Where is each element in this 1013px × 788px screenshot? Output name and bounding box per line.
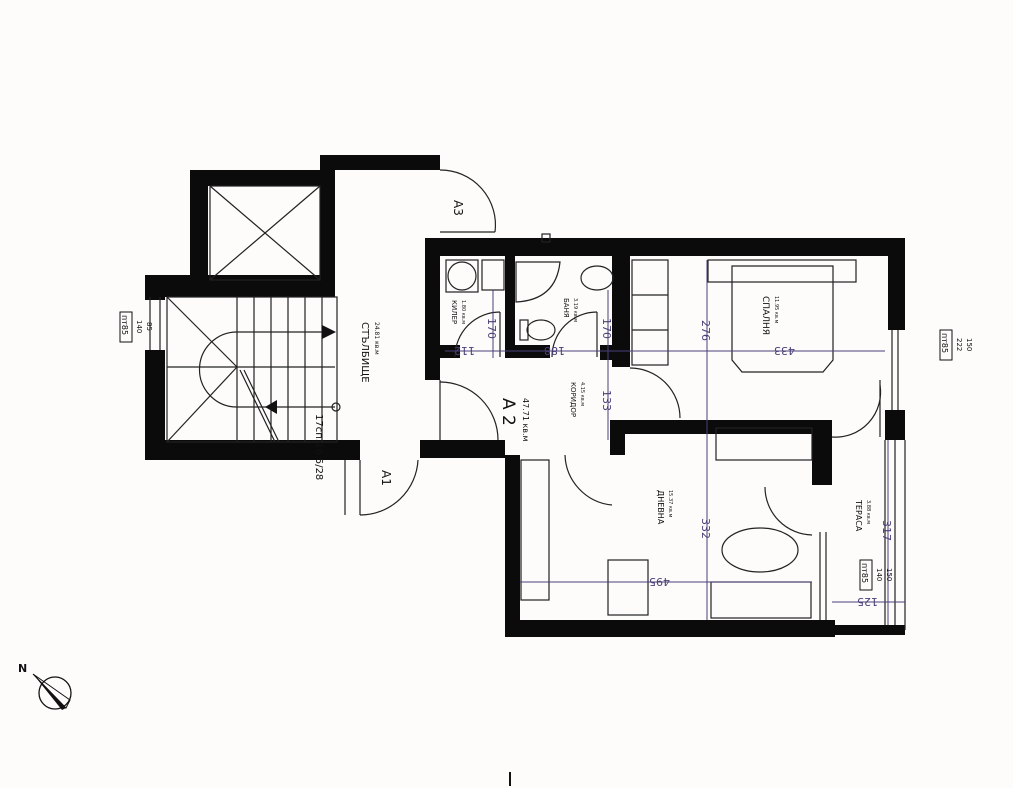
room-area: 24.81 кв.м [373, 322, 380, 355]
room-name: СТЪЛБИЩЕ [359, 322, 370, 383]
window-type: пт85 [860, 563, 869, 583]
dimension-lines [445, 260, 905, 625]
stair-treads [236, 297, 323, 442]
room-area: 4.15 кв.м [579, 382, 585, 406]
room-area: 11.95 кв.м [773, 296, 779, 323]
room-corridor-label: КОРИДОР 4.15 кв.м [569, 382, 585, 417]
room-name: КИЛЕР [450, 300, 458, 324]
window-tag-terrace: пт85 140 150 [859, 559, 893, 591]
room-area: 3.88 кв.м [865, 500, 871, 524]
dim-storage-w: 112 [454, 344, 475, 357]
stair-note: 17сп.16.5/28 [313, 414, 324, 480]
dim-bedroom-h: 276 [699, 320, 712, 341]
north-compass-icon: N [18, 662, 72, 710]
window-sill: 150 [965, 338, 973, 351]
fixtures [149, 169, 906, 630]
window-sill: 150 [885, 568, 893, 581]
dim-living-h: 332 [699, 518, 712, 539]
dim-corridor-h: 133 [600, 390, 613, 411]
room-stairs-label: СТЪЛБИЩЕ 24.81 кв.м [359, 322, 380, 383]
room-area: 15.37 кв.м [667, 490, 673, 517]
window-type: пт85 [940, 333, 949, 353]
room-living-label: ДНЕВНА 15.37 кв.м [656, 490, 673, 525]
window-height: 140 [135, 320, 143, 333]
door-a3-label: A3 [451, 200, 465, 216]
room-name: БАНЯ [562, 298, 570, 318]
window-tag-stair: пт85 140 85 [119, 311, 153, 343]
north-label: N [18, 662, 27, 675]
window-tag-bedroom: пт85 222 150 [939, 329, 973, 361]
room-name: ТЕРАСА [854, 499, 863, 532]
dim-bedroom-w: 433 [774, 344, 795, 357]
apartment-name: A 2 [498, 398, 518, 426]
dim-bath-h: 170 [600, 318, 613, 339]
window-height: 222 [955, 338, 963, 351]
dim-terrace-w: 125 [857, 595, 878, 608]
room-area: 1.80 кв.м [460, 300, 466, 324]
room-terrace-label: ТЕРАСА 3.88 кв.м [854, 499, 871, 532]
window-sill: 85 [145, 322, 153, 331]
room-storage-label: КИЛЕР 1.80 кв.м [450, 300, 466, 324]
room-name: ДНЕВНА [656, 490, 665, 525]
dim-terrace-h: 317 [880, 520, 893, 541]
window-height: 140 [875, 568, 883, 581]
room-bathroom-label: БАНЯ 3.19 кв.м [562, 298, 578, 322]
room-name: КОРИДОР [569, 382, 577, 417]
dim-bath-w: 188 [544, 344, 565, 357]
dim-storage-h: 170 [485, 318, 498, 339]
dim-living-w: 495 [649, 575, 670, 588]
door-a1-label: A1 [379, 470, 393, 486]
apartment-label: A 2 47.71 кв.м [498, 398, 530, 442]
apartment-area: 47.71 кв.м [521, 398, 530, 442]
room-bedroom-label: СПАЛНЯ 11.95 кв.м [760, 296, 779, 335]
room-area: 3.19 кв.м [572, 298, 578, 322]
page-mark [509, 772, 511, 786]
room-name: СПАЛНЯ [760, 296, 770, 335]
window-type: пт85 [120, 315, 129, 335]
